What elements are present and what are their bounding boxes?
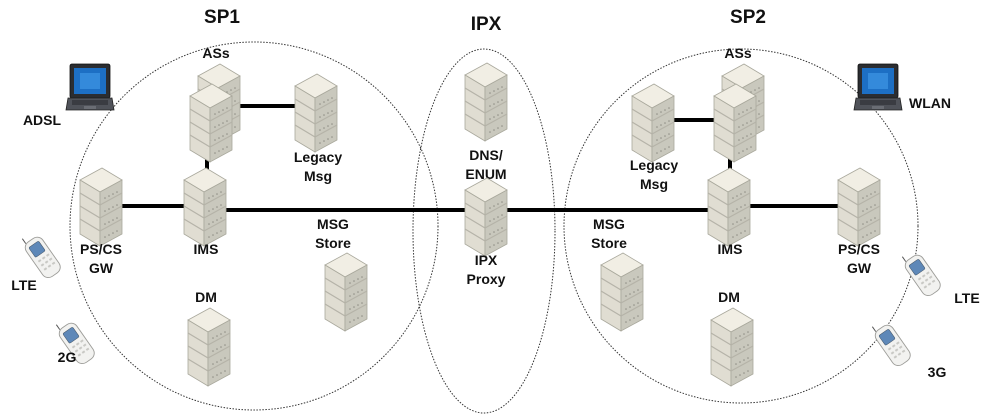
sp2-lte-label: LTE	[954, 290, 979, 306]
sp1-2g-label: 2G	[58, 349, 77, 365]
sp2-ps-cs-gw-label-1: PS/CS	[838, 241, 880, 257]
sp1-ps-cs-gw-label-1: PS/CS	[80, 241, 122, 257]
ipx-proxy-label-1: IPX	[475, 252, 498, 268]
sp2-ps-cs-gw-server-icon[interactable]	[837, 167, 881, 247]
sp1-boundary	[69, 41, 439, 411]
ipx-dns-enum-label-1: DNS/	[469, 147, 503, 163]
ipx-title: IPX	[471, 14, 502, 35]
ipx-boundary	[412, 48, 556, 414]
sp1-ps-cs-gw-label-2: GW	[89, 260, 114, 276]
sp2-msg-store-server-icon[interactable]	[600, 252, 644, 332]
sp1-legacy-msg-server-icon[interactable]	[294, 73, 338, 153]
sp2-ass-label: ASs	[724, 45, 751, 61]
sp1-laptop-icon[interactable]	[65, 63, 115, 111]
sp1-dm-server-icon[interactable]	[187, 307, 231, 387]
sp1-ims-server-icon[interactable]	[183, 167, 227, 247]
ipx-dns-enum-server-icon[interactable]	[464, 62, 508, 142]
sp2-dm-server-icon[interactable]	[710, 307, 754, 387]
sp2-ps-cs-gw-label-2: GW	[847, 260, 872, 276]
sp2-as-servers[interactable]	[713, 63, 765, 163]
ipx-proxy-server-icon[interactable]	[464, 177, 508, 257]
server-icon	[713, 83, 757, 163]
sp1-ass-label: ASs	[202, 45, 229, 61]
sp2-legacy-msg-server-icon[interactable]	[631, 83, 675, 163]
ipx-dns-enum-label-2: ENUM	[465, 166, 506, 182]
sp2-title: SP2	[730, 7, 766, 28]
sp2-ims-server-icon[interactable]	[707, 167, 751, 247]
sp2-msg-store-label-2: Store	[591, 235, 627, 251]
sp2-dm-label: DM	[718, 289, 740, 305]
sp1-as-servers[interactable]	[189, 63, 241, 163]
sp2-legacy-msg-label-1: Legacy	[630, 157, 678, 173]
sp1-lte-label: LTE	[11, 277, 36, 293]
sp2-legacy-msg-label-2: Msg	[640, 176, 668, 192]
sp1-title: SP1	[204, 7, 240, 28]
sp1-phone-lte-icon[interactable]	[18, 229, 64, 281]
sp1-msg-store-label-2: Store	[315, 235, 351, 251]
ipx-proxy-label-2: Proxy	[467, 271, 506, 287]
sp2-phone-3g-icon[interactable]	[868, 317, 914, 369]
sp1-msg-store-server-icon[interactable]	[324, 252, 368, 332]
sp1-legacy-msg-label-1: Legacy	[294, 149, 342, 165]
sp2-3g-label: 3G	[928, 364, 947, 380]
sp1-adsl-label: ADSL	[23, 112, 62, 128]
sp2-msg-store-label-1: MSG	[593, 216, 625, 232]
sp2-ims-label: IMS	[718, 241, 743, 257]
server-icon	[189, 83, 233, 163]
sp1-legacy-msg-label-2: Msg	[304, 168, 332, 184]
sp2-wlan-label: WLAN	[909, 95, 951, 111]
sp1-dm-label: DM	[195, 289, 217, 305]
sp2-laptop-icon[interactable]	[853, 63, 903, 111]
sp2-boundary	[563, 48, 919, 404]
sp1-ims-label: IMS	[194, 241, 219, 257]
sp1-msg-store-label-1: MSG	[317, 216, 349, 232]
sp1-ps-cs-gw-server-icon[interactable]	[79, 167, 123, 247]
